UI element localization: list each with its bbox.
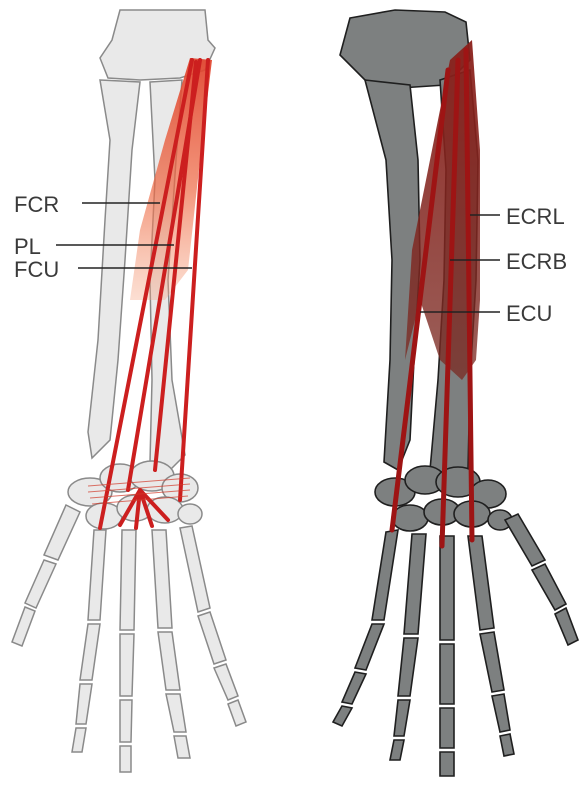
thumb-dark xyxy=(505,514,578,645)
thumb-light xyxy=(12,505,80,646)
ulna-light xyxy=(88,80,140,458)
label-pl: PL xyxy=(14,234,41,259)
fingers-light xyxy=(72,526,246,772)
label-ecrb: ECRB xyxy=(506,249,567,274)
extensor-panel: ECRL ECRB ECU xyxy=(333,10,578,776)
fingers-dark xyxy=(333,530,514,776)
label-ecrl: ECRL xyxy=(506,204,565,229)
label-fcu: FCU xyxy=(14,257,59,282)
label-ecu: ECU xyxy=(506,301,552,326)
flexor-panel: FCR PL FCU xyxy=(12,10,246,772)
label-fcr: FCR xyxy=(14,192,59,217)
